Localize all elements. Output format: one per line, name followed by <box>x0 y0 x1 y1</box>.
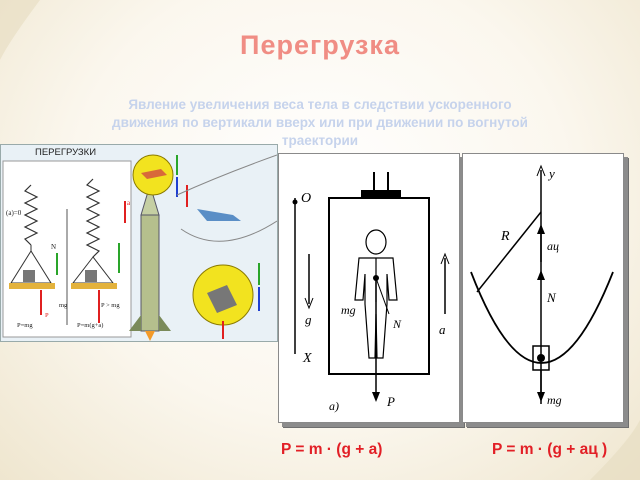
weight-p-label: P <box>386 394 395 409</box>
rocket <box>129 183 171 341</box>
radius-label: R <box>500 229 510 244</box>
normal-force-label-curve: N <box>546 290 557 305</box>
slide-subtitle: Явление увеличения веса тела в следствии… <box>112 97 528 148</box>
formula-elevator: P = m · (g + a) <box>281 441 383 458</box>
curved-path-diagram: y R aц N mg <box>462 153 624 423</box>
axis-origin-label: O <box>301 191 311 206</box>
overload-illustration: ПЕРЕГРУЗКИ (a)=0 mg N P a P > mg P=mg P <box>0 144 278 342</box>
airplane-icon <box>197 209 241 221</box>
overload-drawing: (a)=0 mg N P a P > mg P=mg P=m(g+a) <box>2 154 277 341</box>
centripetal-acceleration-label: aц <box>547 239 559 253</box>
acceleration-label: a <box>439 322 446 337</box>
label-a-zero: (a)=0 <box>6 209 22 217</box>
left-spring <box>23 184 39 251</box>
label-eq-right: P=m(g+a) <box>77 322 103 329</box>
illustration-heading: ПЕРЕГРУЗКИ <box>35 147 97 158</box>
weight-label: mg <box>341 303 356 317</box>
figure-caption: a) <box>329 399 339 413</box>
label-p-left: P <box>45 312 49 319</box>
weight-label-curve: mg <box>547 393 562 407</box>
label-p-gt: P > mg <box>101 302 120 309</box>
right-spring <box>85 178 101 258</box>
axis-y-label: y <box>547 166 555 181</box>
slide-title: Перегрузка <box>240 30 400 60</box>
elevator-diagram: O g X a mg N P a) <box>278 153 460 423</box>
label-eq-left: P=mg <box>17 322 33 329</box>
formula-curve: P = m · (g + aц ) <box>492 441 608 458</box>
normal-force-label: N <box>392 317 402 331</box>
label-a: a <box>127 199 131 207</box>
gravity-label: g <box>305 312 312 327</box>
label-mg-left: mg <box>59 302 68 309</box>
label-n-left: N <box>51 243 56 251</box>
axis-x-label: X <box>302 351 312 366</box>
